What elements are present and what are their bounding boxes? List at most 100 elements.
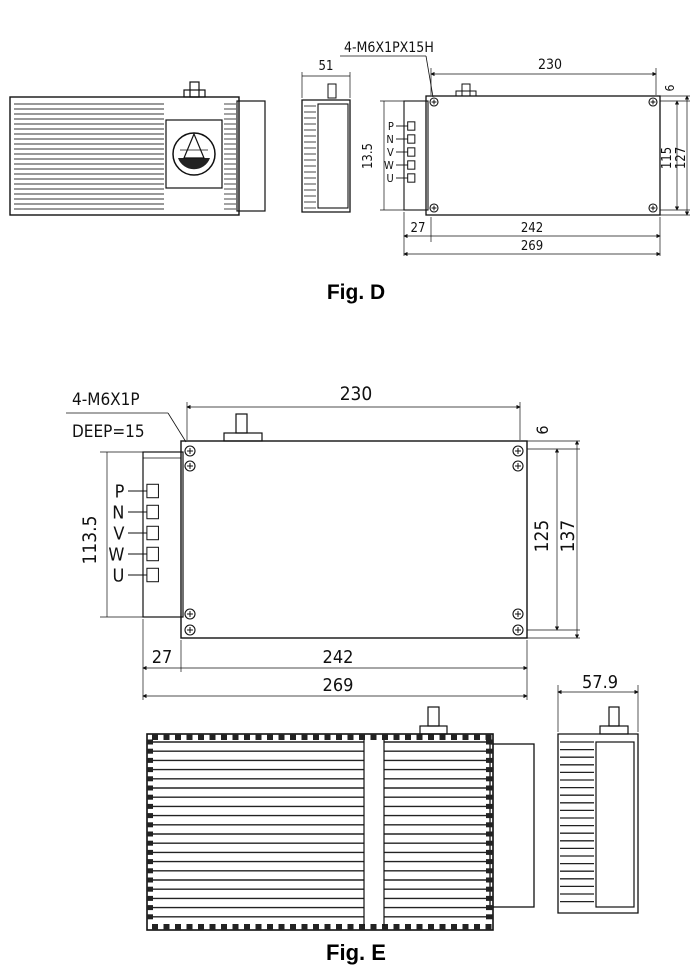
fin-tooth: [486, 895, 493, 901]
fin-tooth: [474, 924, 480, 930]
fin-tooth: [347, 924, 354, 930]
fin-tooth: [147, 822, 153, 828]
fig-e-length-label: 230: [340, 383, 373, 405]
fin-tooth: [267, 734, 273, 740]
fin-tooth: [267, 924, 273, 930]
fin-tooth: [147, 748, 153, 754]
fin-tooth: [451, 734, 457, 740]
terminal-post: [407, 134, 416, 144]
fin-tooth: [382, 924, 388, 930]
fin-tooth: [147, 859, 153, 865]
fig-d-offset-label: 27: [411, 221, 426, 236]
terminal-post: [146, 483, 159, 499]
fin-tooth: [359, 924, 365, 930]
fin-tooth: [336, 924, 342, 930]
fin-tooth: [278, 924, 285, 930]
fin-tooth: [486, 785, 493, 791]
fin-tooth: [393, 924, 400, 930]
terminal-post: [146, 546, 159, 562]
fig-d-side-fins: [304, 105, 316, 209]
fig-d-total-label: 269: [521, 239, 543, 254]
fin-tooth: [147, 877, 153, 883]
fin-tooth: [486, 914, 493, 920]
fin-tooth: [486, 739, 493, 745]
fin-tooth: [147, 849, 153, 855]
fin-tooth: [152, 734, 158, 740]
fin-tooth: [485, 924, 492, 930]
terminal-label-p: P: [115, 481, 125, 502]
fig-e-mount-callout-line2: DEEP=15: [72, 422, 145, 442]
fin-tooth: [147, 905, 153, 911]
fin-tooth: [152, 924, 158, 930]
fin-tooth: [428, 924, 434, 930]
fin-tooth: [486, 757, 493, 763]
fin-tooth: [147, 813, 153, 819]
fig-e-body-label: 242: [323, 647, 354, 668]
fin-tooth: [221, 924, 227, 930]
fin-tooth: [451, 924, 457, 930]
fin-tooth: [147, 757, 153, 763]
fin-tooth: [370, 734, 377, 740]
fin-tooth: [313, 734, 319, 740]
terminal-label-w: W: [384, 159, 394, 172]
fig-d-fins: [14, 103, 236, 210]
fin-tooth: [324, 924, 331, 930]
fin-tooth: [486, 813, 493, 819]
fin-tooth: [486, 905, 493, 911]
fin-tooth: [485, 734, 492, 740]
terminal-label-n: N: [386, 133, 393, 146]
fin-tooth: [486, 748, 493, 754]
fig-d-side-view: 51: [301, 59, 351, 213]
fin-tooth: [486, 794, 493, 800]
fig-e-side-fins: [560, 741, 594, 903]
fin-tooth: [244, 924, 250, 930]
fin-tooth: [486, 803, 493, 809]
fig-e-mounting-screws: [184, 445, 524, 636]
fin-tooth: [486, 767, 493, 773]
fin-tooth: [186, 734, 193, 740]
terminal-label-v: V: [113, 523, 124, 544]
fin-tooth: [486, 849, 493, 855]
fig-d-length-label: 230: [538, 57, 562, 73]
fin-tooth: [416, 734, 423, 740]
fin-tooth: [147, 776, 153, 782]
fin-tooth: [278, 734, 285, 740]
fin-tooth: [462, 924, 469, 930]
fin-tooth: [147, 785, 153, 791]
terminal-post: [407, 147, 416, 157]
fig-d-mounting-screws: [429, 97, 658, 213]
fig-e-edge-label: 6: [533, 425, 552, 434]
fin-tooth: [486, 831, 493, 837]
fin-tooth: [486, 868, 493, 874]
fin-tooth: [147, 794, 153, 800]
fig-e-fins: [147, 734, 493, 930]
fig-d-front-view: [9, 81, 266, 216]
fin-tooth: [347, 734, 354, 740]
fin-tooth: [209, 924, 216, 930]
fin-tooth: [462, 734, 469, 740]
fin-tooth: [486, 822, 493, 828]
fin-tooth: [147, 739, 153, 745]
fin-tooth: [147, 895, 153, 901]
fin-tooth: [416, 924, 423, 930]
fig-d-caption: Fig. D: [327, 281, 385, 304]
fig-e-front-view: [146, 706, 535, 931]
fin-tooth: [313, 924, 319, 930]
fin-tooth: [486, 776, 493, 782]
fin-tooth: [209, 734, 216, 740]
terminal-label-p: P: [388, 120, 394, 133]
fig-e-caption: Fig. E: [326, 940, 386, 965]
terminal-label-w: W: [108, 544, 124, 565]
fin-tooth: [163, 924, 170, 930]
fin-tooth: [147, 840, 153, 846]
fig-e-total-label: 269: [323, 675, 354, 696]
fig-e-height-inner-label: 125: [531, 520, 553, 553]
fig-d-mount-callout: 4-M6X1PX15H: [344, 40, 434, 56]
fin-tooth: [370, 924, 377, 930]
fin-tooth: [486, 859, 493, 865]
